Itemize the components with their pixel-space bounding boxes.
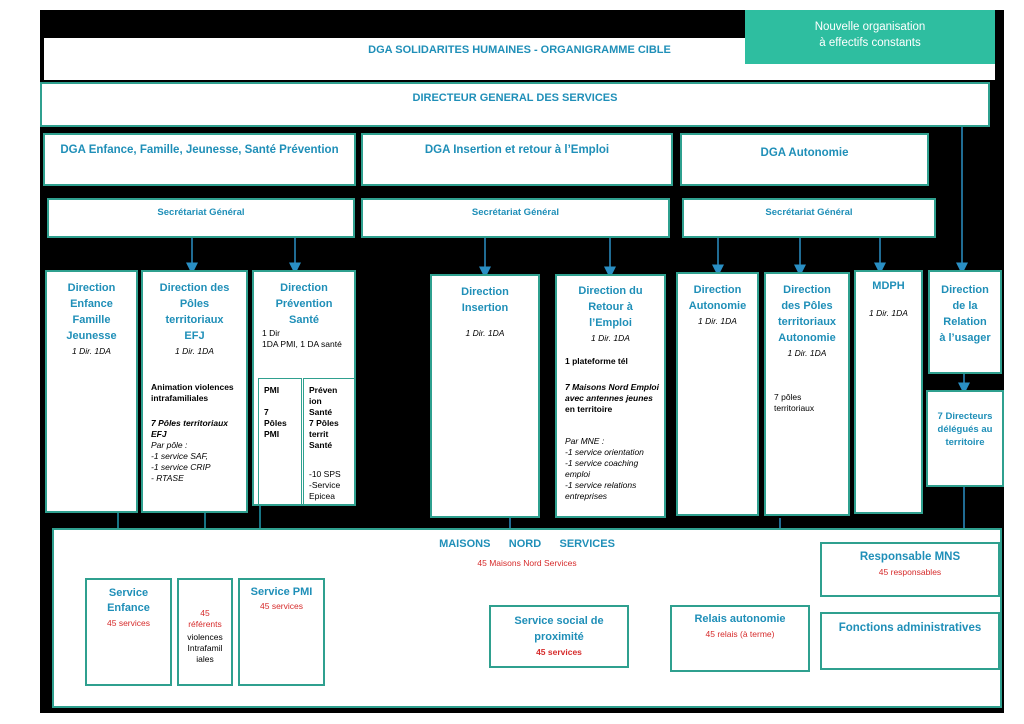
secretariat-insertion: Secrétariat Général bbox=[361, 198, 670, 238]
referents-box: 45 référents violences Intrafamil iales bbox=[177, 578, 233, 686]
service-pmi-box: Service PMI 45 services bbox=[238, 578, 325, 686]
direction-prevention-box: Direction Prévention Santé 1 Dir 1DA PMI… bbox=[252, 270, 356, 506]
direction-enfance-box: Direction Enfance Famille Jeunesse 1 Dir… bbox=[45, 270, 138, 513]
secretariat-autonomie: Secrétariat Général bbox=[682, 198, 936, 238]
direction-relation-usager-box: Direction de la Relation à l’usager bbox=[928, 270, 1002, 374]
secretariat-enfance: Secrétariat Général bbox=[47, 198, 355, 238]
direction-poles-autonomie-box: Direction des Pôles territoriaux Autonom… bbox=[764, 272, 850, 516]
dga-insertion-box: DGA Insertion et retour à l’Emploi bbox=[361, 133, 673, 186]
pmi-subbox: PMI 7 Pôles PMI bbox=[258, 378, 302, 506]
service-enfance-box: Service Enfance 45 services bbox=[85, 578, 172, 686]
relais-autonomie-box: Relais autonomie 45 relais (à terme) bbox=[670, 605, 810, 672]
dgs-box: DIRECTEUR GENERAL DES SERVICES bbox=[40, 82, 990, 127]
dga-autonomie-box: DGA Autonomie bbox=[680, 133, 929, 186]
mdph-box: MDPH 1 Dir. 1DA bbox=[854, 270, 923, 514]
service-social-box: Service social de proximité 45 services bbox=[489, 605, 629, 668]
new-org-badge: Nouvelle organisation à effectifs consta… bbox=[745, 10, 995, 64]
direction-autonomie-box: Direction Autonomie 1 Dir. 1DA bbox=[676, 272, 759, 516]
page-title: DGA SOLIDARITES HUMAINES - ORGANIGRAMME … bbox=[368, 44, 671, 56]
direction-insertion-box: Direction Insertion 1 Dir. 1DA bbox=[430, 274, 540, 518]
direction-retour-emploi-box: Direction du Retour à l’Emploi 1 Dir. 1D… bbox=[555, 274, 666, 518]
directeurs-delegues-box: 7 Directeurs délégués au territoire bbox=[926, 390, 1004, 487]
fonctions-administratives-box: Fonctions administratives bbox=[820, 612, 1000, 670]
responsable-mns-box: Responsable MNS 45 responsables bbox=[820, 542, 1000, 597]
direction-poles-efj-box: Direction des Pôles territoriaux EFJ 1 D… bbox=[141, 270, 248, 513]
sante-subbox: Préven ion Santé 7 Pôles territ Santé -1… bbox=[303, 378, 356, 506]
dga-enfance-box: DGA Enfance, Famille, Jeunesse, Santé Pr… bbox=[43, 133, 356, 186]
